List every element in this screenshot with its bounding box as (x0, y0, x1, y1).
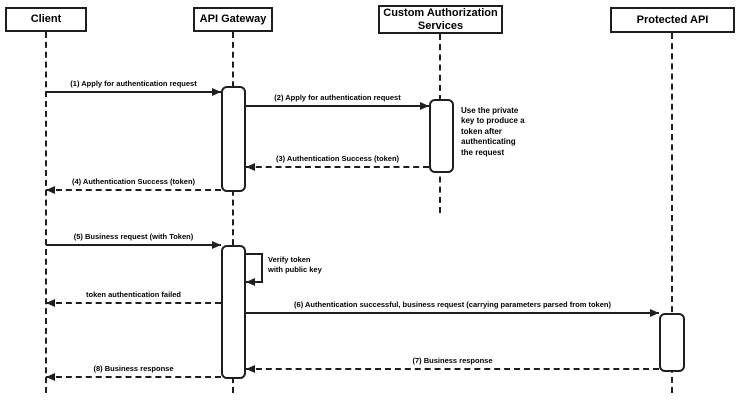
arrowhead-left-icon (46, 299, 55, 307)
note-use-private-key: Use the private key to produce a token a… (461, 106, 525, 157)
arrowhead-left-icon (246, 278, 255, 286)
message-line (246, 105, 429, 107)
lifeline-protected-api (671, 33, 673, 393)
message-8-label: (8) Business response (93, 364, 174, 373)
message-line (46, 91, 221, 93)
lifeline-client (45, 32, 47, 393)
message-line (46, 376, 221, 378)
participant-custom-authorization-services: Custom Authorization Services (378, 5, 503, 34)
lifeline-api-gateway (232, 32, 234, 393)
arrowhead-right-icon (650, 309, 659, 317)
arrowhead-left-icon (46, 186, 55, 194)
message-1-label: (1) Apply for authentication request (70, 79, 197, 88)
arrowhead-right-icon (420, 102, 429, 110)
participant-protected-api: Protected API (610, 7, 735, 33)
activation-protected-api (659, 313, 685, 372)
message-2-label: (2) Apply for authentication request (274, 93, 401, 102)
participant-client: Client (5, 7, 87, 32)
message-3-label: (3) Authentication Success (token) (275, 154, 400, 163)
activation-api-gateway-business (221, 245, 246, 379)
message-line (246, 166, 429, 168)
arrowhead-left-icon (246, 163, 255, 171)
message-line (246, 312, 659, 314)
activation-custom-authorization-services (429, 99, 454, 173)
message-6-label: (6) Authentication successful, business … (294, 300, 611, 309)
message-4-label: (4) Authentication Success (token) (71, 177, 196, 186)
arrowhead-left-icon (246, 365, 255, 373)
arrowhead-right-icon (212, 241, 221, 249)
message-line (46, 302, 221, 304)
message-7-label: (7) Business response (412, 356, 493, 365)
self-message-verify-token-label: Verify token with public key (268, 255, 322, 275)
arrowhead-left-icon (46, 373, 55, 381)
message-line (246, 368, 659, 370)
participant-api-gateway: API Gateway (193, 7, 273, 32)
arrowhead-right-icon (212, 88, 221, 96)
message-token-authentication-failed-label: token authentication failed (85, 290, 182, 299)
self-message-verify-token-loop (246, 253, 263, 286)
activation-api-gateway-auth (221, 86, 246, 192)
message-5-label: (5) Business request (with Token) (73, 232, 194, 241)
message-line (46, 244, 221, 246)
message-line (46, 189, 221, 191)
